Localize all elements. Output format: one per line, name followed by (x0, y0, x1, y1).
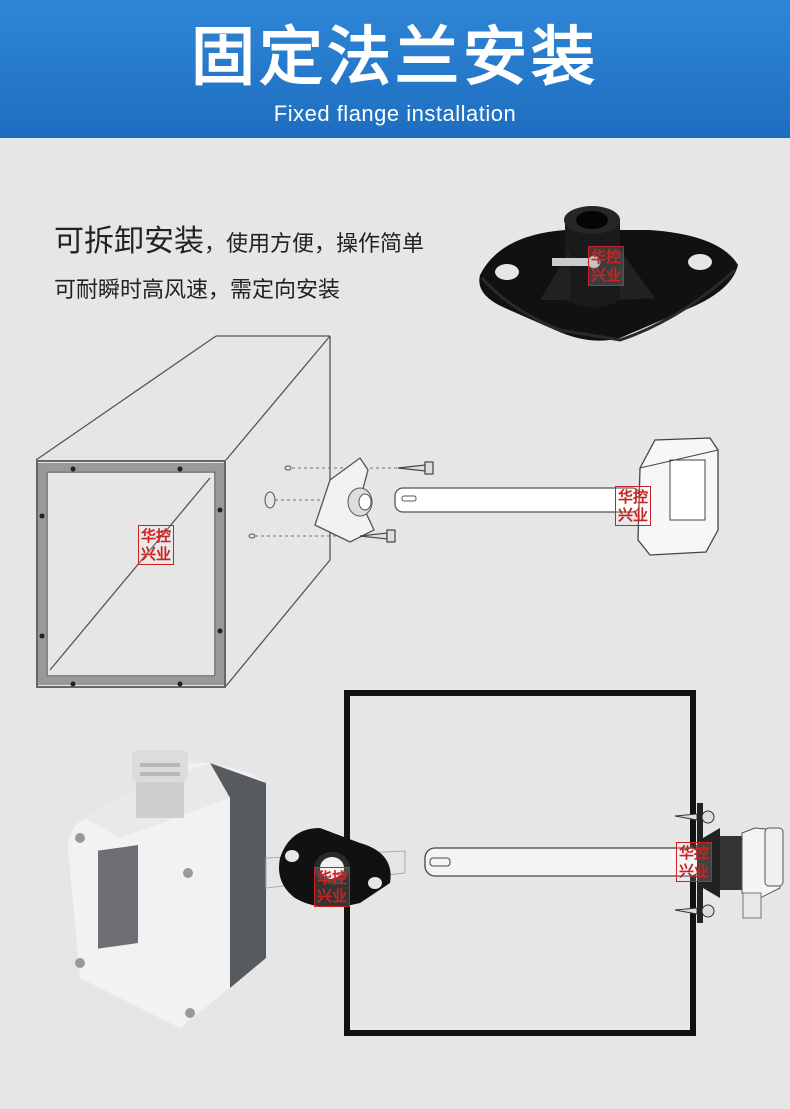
watermark-sensor: 华控 兴业 (314, 867, 351, 907)
mounted-sensor-illustration (68, 690, 784, 1036)
watermark-line-2: 兴业 (591, 266, 622, 284)
intro-text: 可拆卸安装，使用方便，操作简单 可耐瞬时高风速，需定向安装 (54, 222, 424, 307)
page-title: 固定法兰安装 (191, 21, 599, 95)
intro-line-1: 可拆卸安装，使用方便，操作简单 (54, 222, 424, 265)
watermark-line-1: 华控 (141, 527, 172, 545)
intro-line-1-main: 可拆卸安装 (54, 224, 204, 259)
watermark-line-2: 兴业 (618, 506, 649, 524)
watermark-line-1: 华控 (618, 488, 649, 506)
watermark-probe: 华控 兴业 (615, 486, 652, 526)
watermark-line-2: 兴业 (679, 862, 710, 880)
exploded-installation-diagram (35, 335, 719, 688)
intro-line-2: 可耐瞬时高风速，需定向安装 (54, 278, 341, 303)
watermark-line-1: 华控 (591, 248, 622, 266)
page-subtitle: Fixed flange installation (273, 101, 517, 126)
watermark-duct: 华控 兴业 (138, 525, 175, 565)
watermark-line-2: 兴业 (317, 887, 348, 905)
intro-line-1-rest: ，使用方便，操作简单 (204, 232, 425, 257)
watermark-line-1: 华控 (679, 844, 710, 862)
watermark-flange: 华控 兴业 (588, 246, 625, 286)
header-banner: 固定法兰安装 Fixed flange installation (0, 0, 790, 138)
watermark-wall: 华控 兴业 (676, 842, 713, 882)
watermark-line-1: 华控 (317, 869, 348, 887)
watermark-line-2: 兴业 (141, 545, 172, 563)
